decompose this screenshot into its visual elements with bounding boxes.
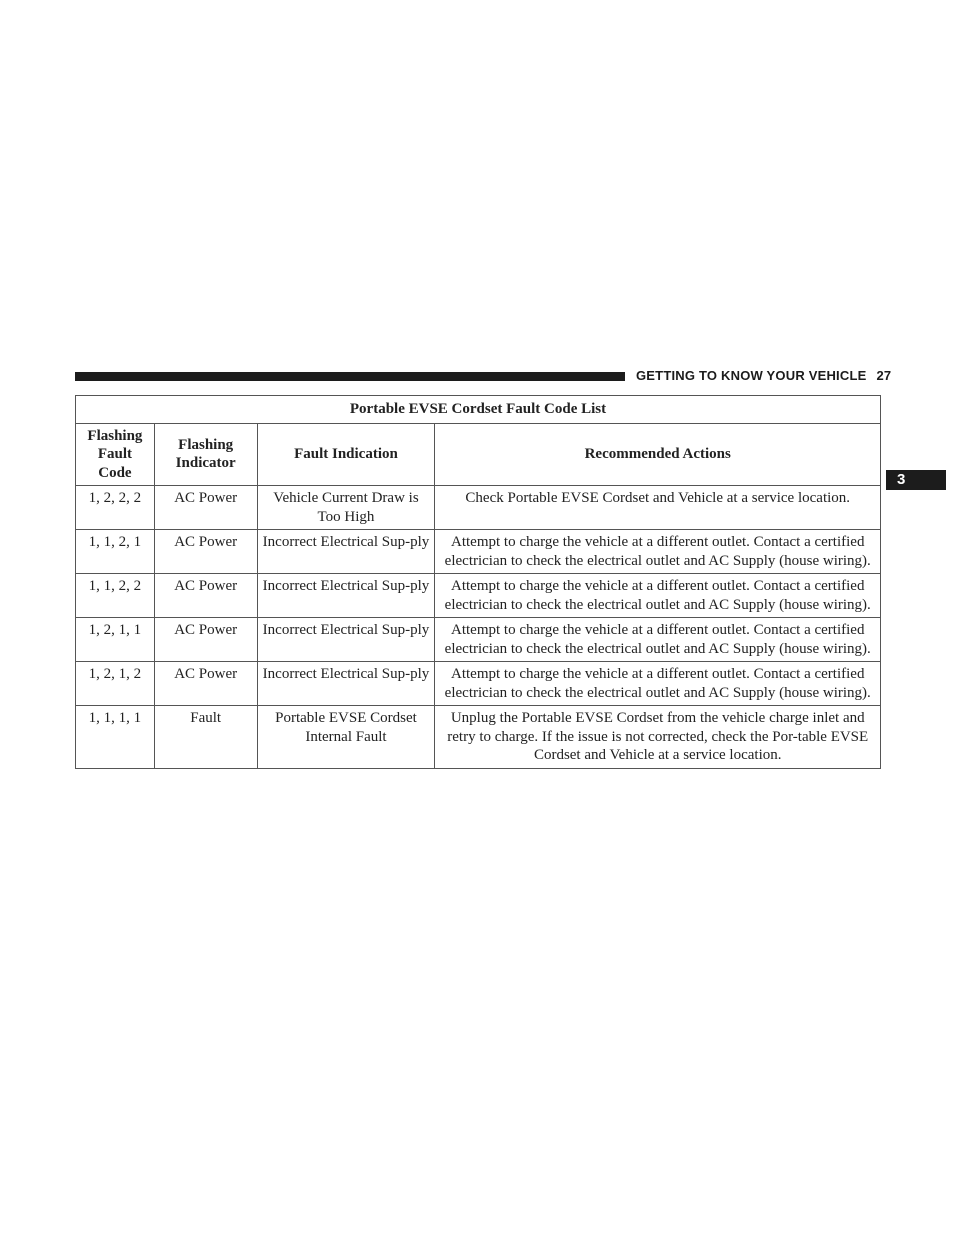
action-cell: Attempt to charge the vehicle at a diffe…: [434, 617, 881, 662]
column-header-indicator: Flashing Indicator: [153, 422, 258, 486]
running-header: GETTING TO KNOW YOUR VEHICLE 27: [636, 368, 891, 383]
section-title: GETTING TO KNOW YOUR VEHICLE: [636, 368, 867, 383]
fault-code-cell: 1, 1, 2, 1: [75, 529, 155, 574]
table-row: 1, 1, 2, 2 AC Power Incorrect Electrical…: [75, 573, 881, 618]
indicator-cell: AC Power: [153, 529, 258, 574]
fault-code-cell: 1, 2, 1, 2: [75, 661, 155, 706]
indication-cell: Incorrect Electrical Sup-ply: [256, 573, 436, 618]
action-cell: Check Portable EVSE Cordset and Vehicle …: [434, 485, 881, 530]
fault-code-cell: 1, 1, 2, 2: [75, 573, 155, 618]
column-header-actions: Recommended Actions: [434, 422, 881, 486]
action-cell: Attempt to charge the vehicle at a diffe…: [434, 529, 881, 574]
action-cell: Attempt to charge the vehicle at a diffe…: [434, 573, 881, 618]
column-header-indication: Fault Indication: [256, 422, 436, 486]
table-header-row: Flashing Fault Code Flashing Indicator F…: [75, 422, 881, 486]
indicator-cell: AC Power: [153, 485, 258, 530]
indicator-cell: AC Power: [153, 573, 258, 618]
indication-cell: Incorrect Electrical Sup-ply: [256, 661, 436, 706]
table-row: 1, 2, 1, 2 AC Power Incorrect Electrical…: [75, 661, 881, 706]
indicator-cell: AC Power: [153, 617, 258, 662]
table-title: Portable EVSE Cordset Fault Code List: [75, 395, 881, 424]
fault-code-cell: 1, 2, 1, 1: [75, 617, 155, 662]
fault-code-cell: 1, 2, 2, 2: [75, 485, 155, 530]
action-cell: Attempt to charge the vehicle at a diffe…: [434, 661, 881, 706]
indication-cell: Vehicle Current Draw is Too High: [256, 485, 436, 530]
indicator-cell: AC Power: [153, 661, 258, 706]
chapter-tab: 3: [886, 470, 946, 490]
fault-code-table: Portable EVSE Cordset Fault Code List Fl…: [75, 395, 881, 769]
indication-cell: Incorrect Electrical Sup-ply: [256, 529, 436, 574]
fault-code-cell: 1, 1, 1, 1: [75, 705, 155, 769]
table-row: 1, 1, 1, 1 Fault Portable EVSE Cordset I…: [75, 705, 881, 769]
action-cell: Unplug the Portable EVSE Cordset from th…: [434, 705, 881, 769]
table-row: 1, 1, 2, 1 AC Power Incorrect Electrical…: [75, 529, 881, 574]
table-row: 1, 2, 1, 1 AC Power Incorrect Electrical…: [75, 617, 881, 662]
table-title-row: Portable EVSE Cordset Fault Code List: [75, 395, 881, 424]
table-row: 1, 2, 2, 2 AC Power Vehicle Current Draw…: [75, 485, 881, 530]
header-rule: [75, 372, 625, 381]
column-header-code: Flashing Fault Code: [75, 422, 155, 486]
indication-cell: Portable EVSE Cordset Internal Fault: [256, 705, 436, 769]
indicator-cell: Fault: [153, 705, 258, 769]
page-number: 27: [876, 368, 892, 383]
chapter-number: 3: [897, 471, 906, 488]
indication-cell: Incorrect Electrical Sup-ply: [256, 617, 436, 662]
